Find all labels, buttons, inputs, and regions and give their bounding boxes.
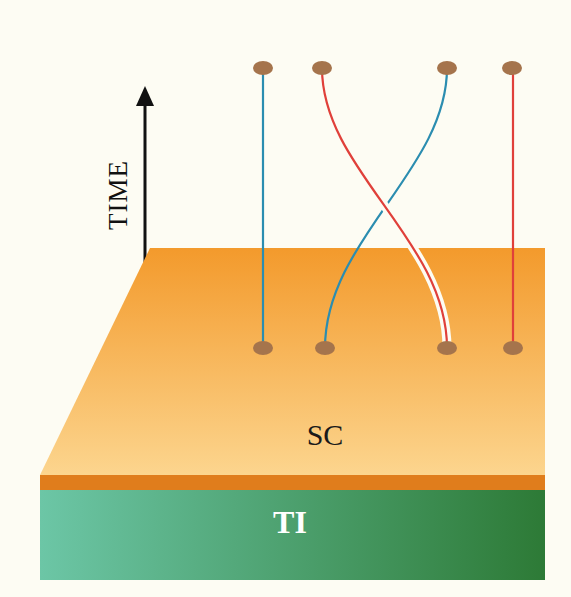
arrow-head [136, 86, 154, 106]
sc-front-face [40, 475, 545, 490]
superconductor-layer: SC [40, 248, 545, 490]
world-line [325, 68, 447, 348]
world-line [512, 68, 514, 348]
axis-label: TIME [103, 160, 134, 230]
world-line [322, 68, 447, 348]
ti-face [40, 490, 545, 580]
anyon-dot [503, 341, 523, 355]
anyon-dot [437, 61, 457, 75]
topological-insulator-layer: TI [40, 490, 545, 580]
crossing-gap [322, 68, 447, 348]
world-line [262, 68, 264, 348]
sc-shape [40, 248, 545, 490]
arrow-shaft [144, 104, 147, 265]
anyon-dot [253, 341, 273, 355]
sc-top-face [40, 248, 545, 475]
anyon-dot [502, 61, 522, 75]
anyon-dot [312, 61, 332, 75]
anyon-dot [437, 341, 457, 355]
anyon-dot [253, 61, 273, 75]
layer-label: SC [307, 418, 344, 452]
anyon-dot [315, 341, 335, 355]
layer-label: TI [273, 504, 307, 541]
